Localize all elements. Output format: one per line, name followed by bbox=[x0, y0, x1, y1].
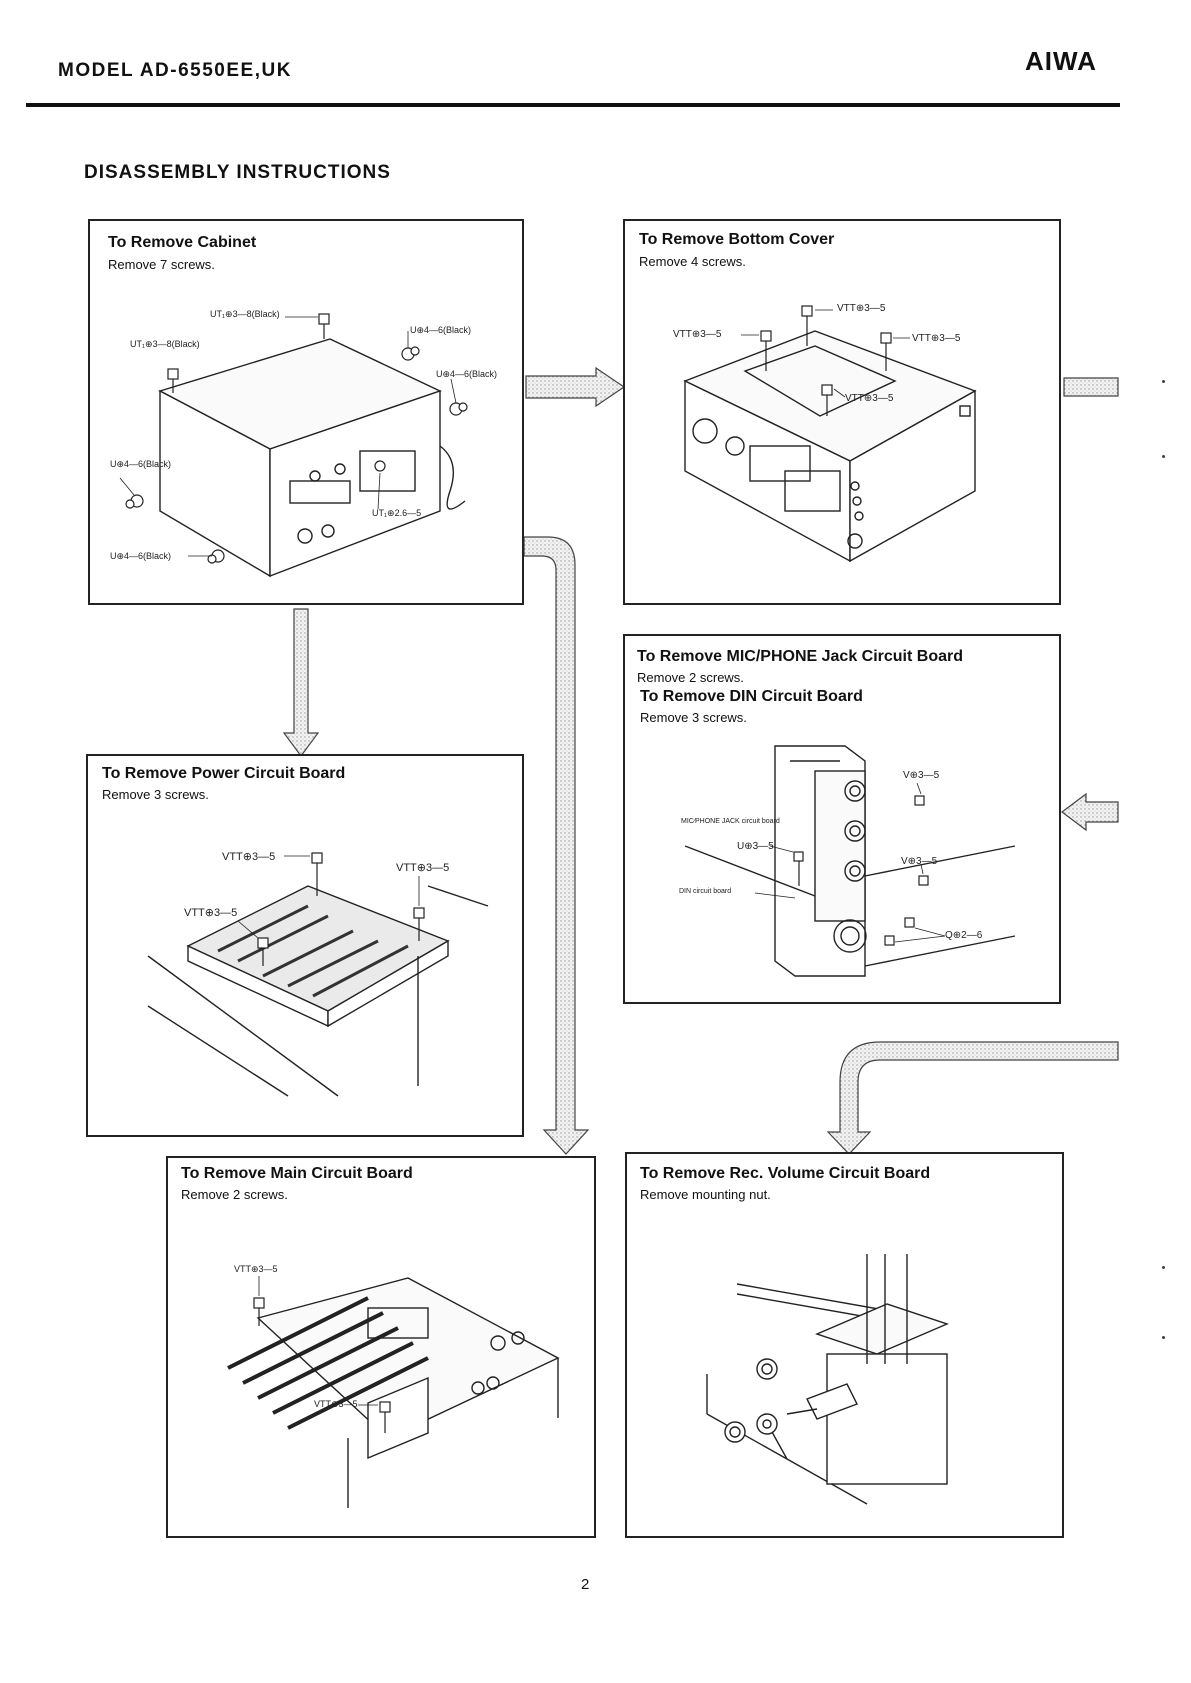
panel-title: To Remove Rec. Volume Circuit Board bbox=[640, 1165, 931, 1182]
screw-label: VTT⊕3—5 bbox=[912, 333, 961, 344]
panel-remove-main: To Remove Main Circuit Board Remove 2 sc… bbox=[166, 1156, 596, 1538]
screw-label: U⊕4—6(Black) bbox=[110, 551, 172, 561]
screw-label: UT₁⊕2.6—5 bbox=[372, 508, 422, 518]
arrow-into-rec-volume bbox=[826, 1041, 1119, 1155]
screw-label: VTT⊕3—5 bbox=[222, 851, 276, 863]
screw-icon bbox=[253, 1297, 265, 1326]
mic-din-illustration bbox=[684, 745, 1016, 977]
screw-icon bbox=[401, 346, 420, 361]
nut-icon bbox=[724, 1421, 746, 1443]
brand-logo: AIWA bbox=[1025, 46, 1097, 76]
screw-icon bbox=[793, 851, 804, 886]
screw-icon bbox=[413, 907, 425, 941]
panel-title: To Remove MIC/PHONE Jack Circuit Board bbox=[637, 648, 963, 665]
cabinet-illustration bbox=[119, 313, 468, 578]
screw-icon bbox=[821, 384, 833, 416]
panel-title-2: To Remove DIN Circuit Board bbox=[640, 688, 863, 705]
edge-mark bbox=[1162, 1336, 1165, 1339]
edge-mark bbox=[1162, 1266, 1165, 1269]
arrow-cabinet-to-bottom bbox=[525, 366, 626, 408]
panel-title: To Remove Main Circuit Board bbox=[181, 1165, 413, 1182]
main-board-illustration bbox=[227, 1276, 560, 1508]
screw-icon bbox=[318, 313, 330, 339]
screw-icon bbox=[257, 937, 269, 966]
screw-icon bbox=[801, 305, 813, 346]
rec-volume-illustration bbox=[706, 1254, 949, 1505]
screw-label: U⊕4—6(Black) bbox=[410, 325, 472, 335]
screw-icon bbox=[914, 795, 925, 806]
panel-instruction: Remove 2 screws. bbox=[181, 1187, 288, 1202]
screw-label: VTT⊕3—5 bbox=[314, 1399, 358, 1409]
edge-mark bbox=[1162, 380, 1165, 383]
screw-label: Q⊕2—6 bbox=[945, 930, 983, 941]
screw-label: VTT⊕3—5 bbox=[845, 393, 894, 404]
power-board-illustration bbox=[147, 852, 489, 1097]
screw-icon bbox=[918, 875, 929, 886]
header-rule bbox=[26, 103, 1120, 107]
screw-icon bbox=[880, 332, 892, 371]
bottom-cover-illustration bbox=[683, 305, 977, 563]
panel-instruction: Remove 2 screws. bbox=[637, 670, 744, 685]
panel-remove-mic-din: To Remove MIC/PHONE Jack Circuit Board R… bbox=[623, 634, 1061, 1004]
panel-instruction-2: Remove 3 screws. bbox=[640, 710, 747, 725]
board-label: DIN circuit board bbox=[679, 888, 732, 895]
screw-icon bbox=[125, 494, 144, 509]
screw-label: U⊕4—6(Black) bbox=[436, 369, 498, 379]
screw-icon bbox=[379, 1401, 391, 1433]
arrow-cabinet-to-main bbox=[523, 536, 590, 1155]
screw-label: VTT⊕3—5 bbox=[837, 303, 886, 314]
page-number: 2 bbox=[581, 1576, 590, 1593]
panel-remove-rec-volume: To Remove Rec. Volume Circuit Board Remo… bbox=[625, 1152, 1064, 1538]
screw-label: UT₁⊕3—8(Black) bbox=[210, 309, 280, 319]
screw-icon bbox=[311, 852, 323, 896]
arrow-bottom-off-page bbox=[1063, 377, 1119, 397]
screw-label: V⊕3—5 bbox=[903, 770, 940, 781]
panel-remove-bottom-cover: To Remove Bottom Cover Remove 4 screws. bbox=[623, 219, 1061, 605]
panel-remove-cabinet: To Remove Cabinet Remove 7 screws. bbox=[88, 219, 524, 605]
screw-label: V⊕3—5 bbox=[901, 856, 938, 867]
screw-icon bbox=[207, 549, 225, 564]
board-label: MIC∕PHONE JACK circuit board bbox=[681, 818, 780, 825]
screw-label: UT₁⊕3—8(Black) bbox=[130, 339, 200, 349]
screw-label: VTT⊕3—5 bbox=[184, 907, 238, 919]
arrow-into-mic-din bbox=[1061, 792, 1119, 832]
arrow-cabinet-to-power bbox=[282, 608, 320, 758]
screw-icon bbox=[884, 935, 895, 946]
screw-icon bbox=[904, 917, 915, 928]
panel-title: To Remove Cabinet bbox=[108, 234, 257, 251]
panel-title: To Remove Bottom Cover bbox=[639, 231, 835, 248]
panel-instruction: Remove mounting nut. bbox=[640, 1187, 771, 1202]
screw-icon bbox=[449, 402, 468, 416]
screw-label: VTT⊕3—5 bbox=[234, 1264, 278, 1274]
screw-label: VTT⊕3—5 bbox=[673, 329, 722, 340]
screw-label: U⊕4—6(Black) bbox=[110, 459, 172, 469]
panel-remove-power: To Remove Power Circuit Board Remove 3 s… bbox=[86, 754, 524, 1137]
edge-mark bbox=[1162, 455, 1165, 458]
section-title: DISASSEMBLY INSTRUCTIONS bbox=[84, 162, 391, 183]
washer-icon bbox=[756, 1413, 788, 1460]
model-number: MODEL AD-6550EE,UK bbox=[58, 60, 292, 81]
panel-instruction: Remove 7 screws. bbox=[108, 257, 215, 272]
screw-icon bbox=[167, 368, 179, 393]
panel-title: To Remove Power Circuit Board bbox=[102, 765, 346, 782]
panel-instruction: Remove 4 screws. bbox=[639, 254, 746, 269]
panel-instruction: Remove 3 screws. bbox=[102, 787, 209, 802]
screw-label: VTT⊕3—5 bbox=[396, 862, 450, 874]
screw-label: U⊕3—5 bbox=[737, 841, 774, 852]
screw-icon bbox=[760, 330, 772, 371]
screw-icon bbox=[374, 460, 386, 472]
